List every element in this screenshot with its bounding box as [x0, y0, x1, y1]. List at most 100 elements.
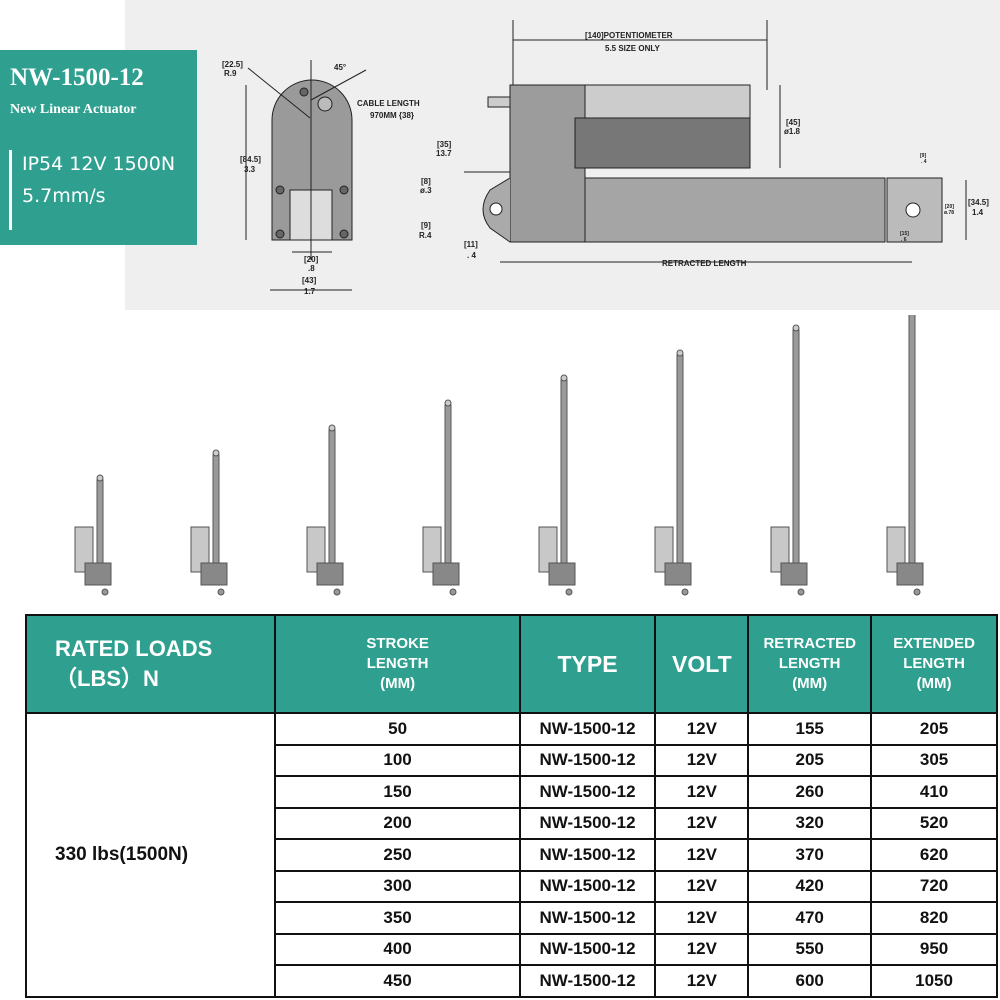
dim-label: ø.3: [420, 186, 432, 195]
dim-label: ø.78: [944, 210, 954, 216]
stroke-cell: 400: [274, 932, 521, 966]
dim-label: [9]: [421, 221, 431, 230]
extended-cell: 410: [870, 775, 998, 809]
type-cell: NW-1500-12: [518, 806, 657, 840]
dim-label: R.4: [419, 231, 432, 240]
angle-label: 45°: [334, 63, 346, 72]
extended-cell: 720: [870, 869, 998, 903]
retracted-cell: 600: [747, 964, 873, 998]
stroke-cell: 150: [274, 775, 521, 809]
accent-bar: [9, 150, 12, 230]
dim-label: [22.5]: [222, 60, 243, 69]
volt-cell: 12V: [654, 964, 750, 998]
actuator-image: [190, 449, 228, 596]
dim-label: [11]: [464, 240, 478, 249]
product-spec-box: NW-1500-12 New Linear Actuator IP54 12V …: [0, 50, 197, 245]
stroke-cell: 300: [274, 869, 521, 903]
retracted-cell: 260: [747, 775, 873, 809]
dim-label: 1.7: [304, 287, 316, 296]
actuator-image: [306, 424, 344, 596]
cable-length-value: 970MM {38}: [370, 111, 414, 120]
type-cell: NW-1500-12: [518, 712, 657, 746]
volt-cell: 12V: [654, 901, 750, 935]
dim-label: [15]: [900, 231, 909, 237]
retracted-cell: 420: [747, 869, 873, 903]
dim-label: [9]: [920, 153, 926, 159]
actuator-image: [538, 374, 576, 596]
extended-cell: 520: [870, 806, 998, 840]
volt-cell: 12V: [654, 712, 750, 746]
extended-cell: 820: [870, 901, 998, 935]
type-cell: NW-1500-12: [518, 775, 657, 809]
stroke-cell: 350: [274, 901, 521, 935]
type-cell: NW-1500-12: [518, 838, 657, 872]
volt-cell: 12V: [654, 775, 750, 809]
extended-cell: 205: [870, 712, 998, 746]
type-cell: NW-1500-12: [518, 901, 657, 935]
header-rated-loads: RATED LOADS（LBS）N: [24, 614, 277, 714]
dim-label: . 4: [921, 159, 927, 165]
header-volt: VOLT: [654, 614, 750, 714]
stroke-cell: 200: [274, 806, 521, 840]
header-type: TYPE: [518, 614, 657, 714]
potentiometer-note: 5.5 SIZE ONLY: [605, 44, 661, 53]
retracted-length-label: RETRACTED LENGTH: [662, 259, 747, 268]
actuator-image: [74, 474, 112, 596]
type-cell: NW-1500-12: [518, 743, 657, 777]
extended-cell: 620: [870, 838, 998, 872]
actuator-lineup: [74, 315, 924, 596]
potentiometer-label: [140]POTENTIOMETER: [585, 31, 673, 40]
dim-label: [20]: [304, 255, 319, 264]
dim-label: [20]: [945, 204, 954, 210]
dim-label: R.9: [224, 69, 237, 78]
actuator-image: [422, 399, 460, 596]
dim-label: .8: [308, 264, 315, 273]
product-subtitle: New Linear Actuator: [10, 102, 137, 117]
dim-label: 3.3: [244, 165, 256, 174]
dim-label: [43]: [302, 276, 317, 285]
dim-label: [84.5]: [240, 155, 261, 164]
volt-cell: 12V: [654, 806, 750, 840]
stroke-cell: 250: [274, 838, 521, 872]
actuator-image: [886, 315, 924, 596]
retracted-cell: 470: [747, 901, 873, 935]
dim-label: [35]: [437, 140, 452, 149]
spec-line: 5.7mm/s: [22, 185, 106, 207]
cable-length-label: CABLE LENGTH: [357, 99, 420, 108]
extended-cell: 305: [870, 743, 998, 777]
spec-line: IP54 12V 1500N: [22, 153, 176, 175]
stroke-cell: 100: [274, 743, 521, 777]
retracted-cell: 155: [747, 712, 873, 746]
stroke-cell: 450: [274, 964, 521, 998]
technical-drawing-panel: [22.5] R.9 45° CABLE LENGTH 970MM {38} […: [125, 0, 1000, 310]
technical-drawing: [22.5] R.9 45° CABLE LENGTH 970MM {38} […: [222, 20, 989, 296]
dim-label: 1.4: [972, 208, 984, 217]
actuator-image: [770, 324, 808, 596]
volt-cell: 12V: [654, 932, 750, 966]
stroke-cell: 50: [274, 712, 521, 746]
volt-cell: 12V: [654, 869, 750, 903]
dim-label: 13.7: [436, 149, 452, 158]
type-cell: NW-1500-12: [518, 964, 657, 998]
dim-label: . 6: [901, 237, 907, 243]
type-cell: NW-1500-12: [518, 932, 657, 966]
retracted-cell: 370: [747, 838, 873, 872]
dim-label: . 4: [467, 251, 476, 260]
type-cell: NW-1500-12: [518, 869, 657, 903]
dim-label: [8]: [421, 177, 431, 186]
dim-label: ø1.8: [784, 127, 801, 136]
dim-label: [34.5]: [968, 198, 989, 207]
cable-port-icon: [317, 96, 333, 112]
volt-cell: 12V: [654, 743, 750, 777]
retracted-cell: 550: [747, 932, 873, 966]
